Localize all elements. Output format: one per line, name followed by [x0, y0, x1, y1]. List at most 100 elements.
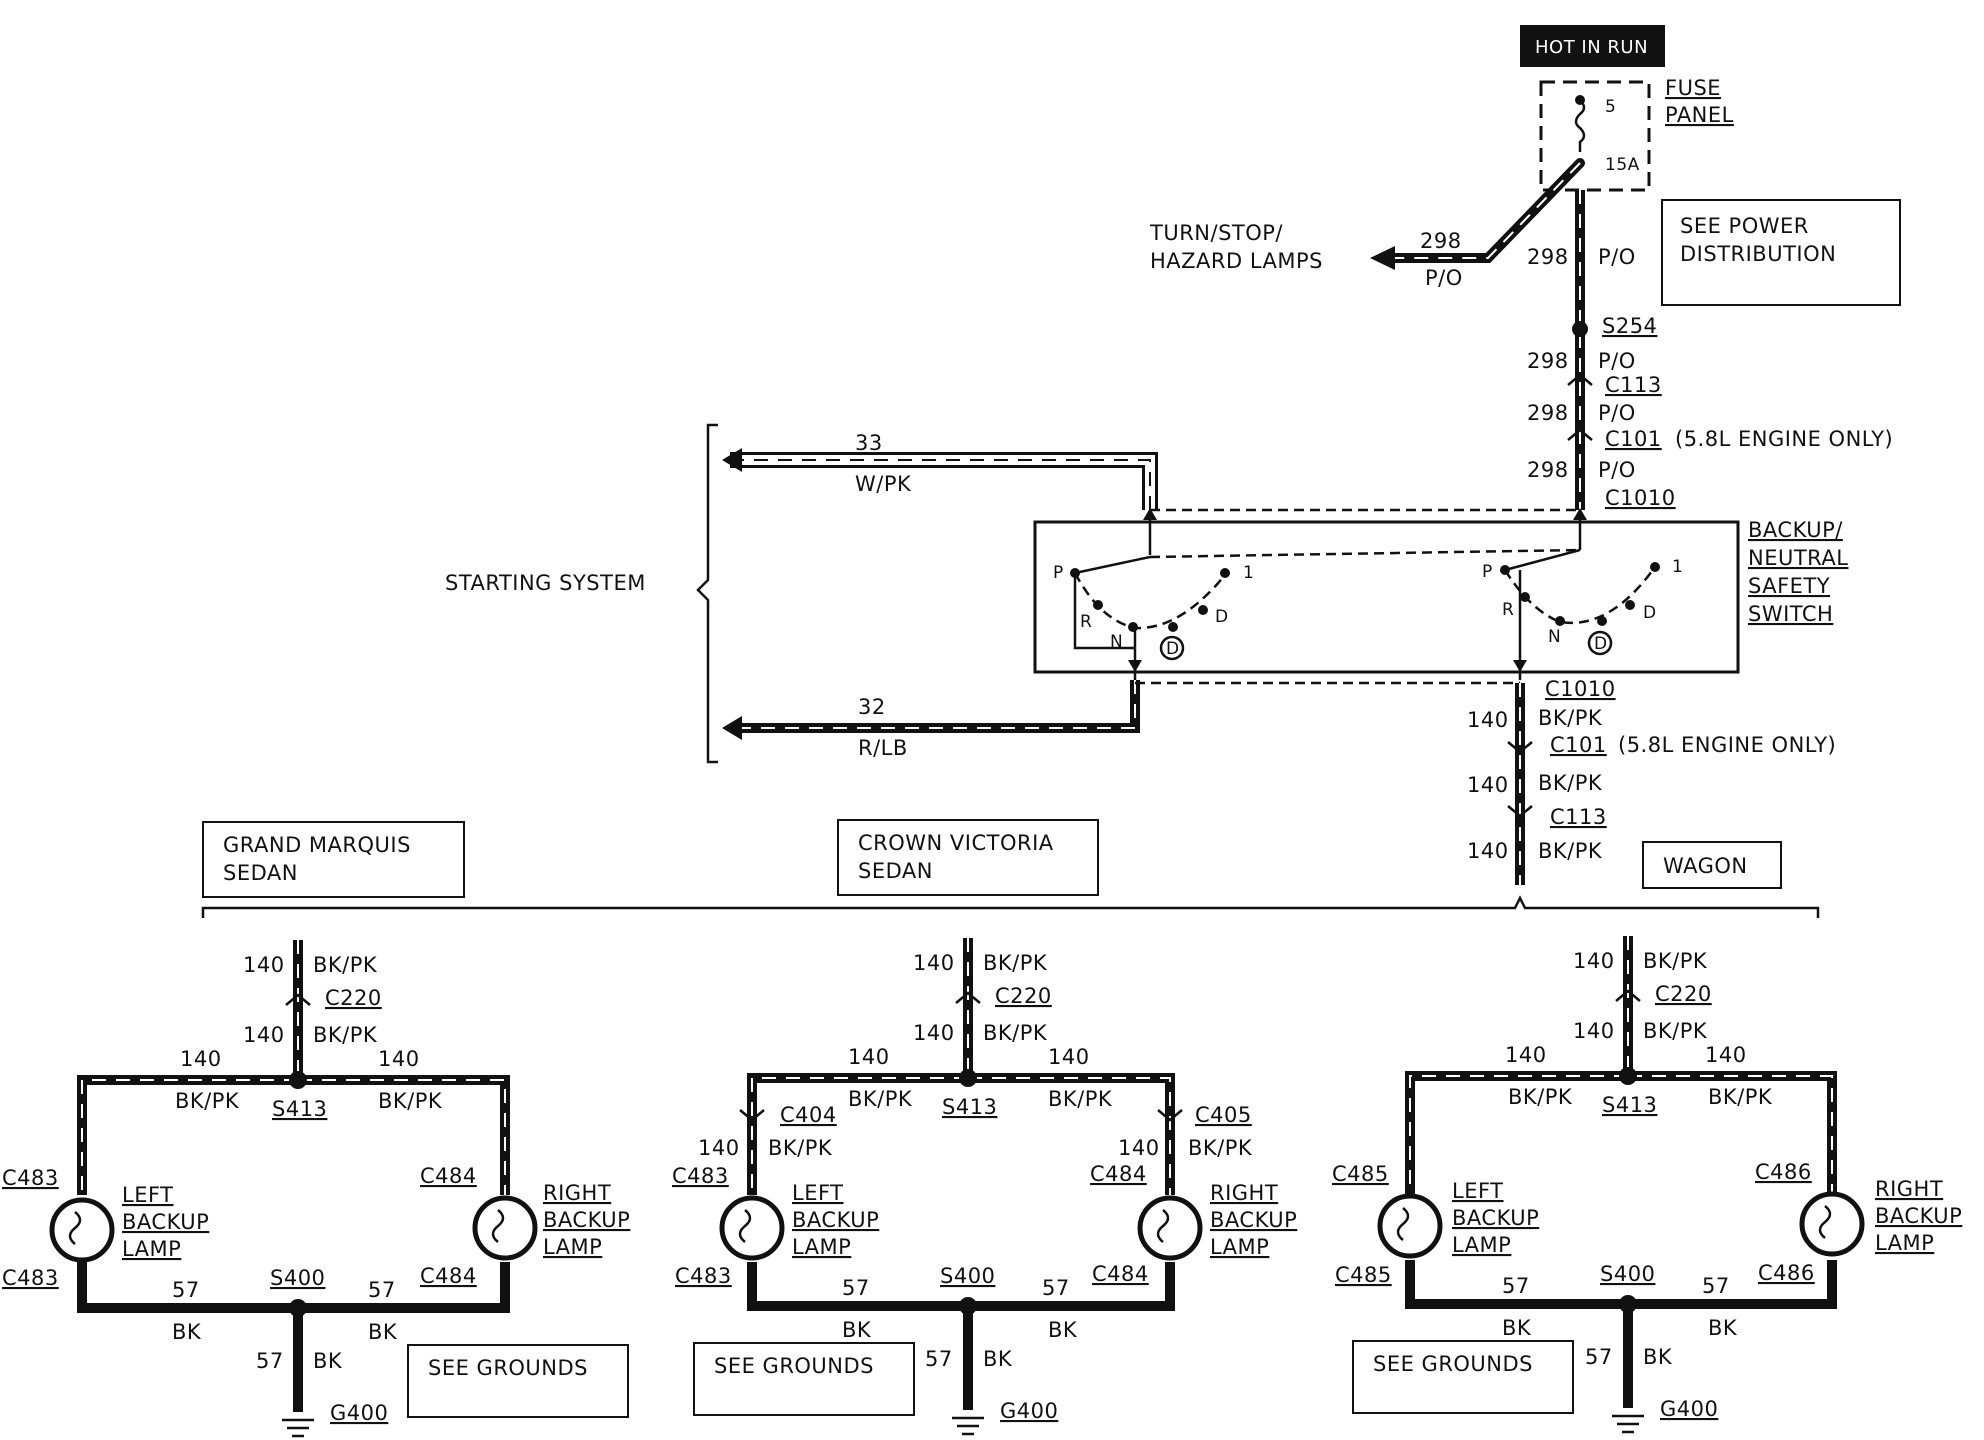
switch-title-2: NEUTRAL — [1748, 546, 1848, 570]
cv-w140-b: 140 — [913, 1021, 955, 1045]
wg-left-label-1: LEFT — [1452, 1179, 1504, 1203]
cv-left-label-3: LAMP — [792, 1235, 851, 1259]
cv-right-label-2: BACKUP — [1210, 1208, 1297, 1232]
wire-298-num-1: 298 — [1527, 245, 1569, 269]
wg-left-lamp-icon — [1377, 1193, 1443, 1259]
right-switch-n: N — [1548, 627, 1561, 647]
turn-lamps-label-1: TURN/STOP/ — [1149, 221, 1283, 245]
see-power-label-1: SEE POWER — [1680, 214, 1809, 238]
cv-w57-r: 57 — [1042, 1276, 1070, 1300]
cv-bk-r: BK — [1048, 1318, 1078, 1342]
hot-in-run-badge — [1520, 25, 1665, 67]
wg-c485-bot: C485 — [1335, 1263, 1392, 1287]
gm-left-label-1: LEFT — [122, 1183, 174, 1207]
cv-see-grounds-box[interactable] — [693, 1342, 915, 1416]
cv-right-lamp-icon — [1137, 1195, 1203, 1261]
wg-w57-l: 57 — [1502, 1274, 1530, 1298]
switch-title-4: SWITCH — [1748, 602, 1833, 626]
cv-s400: S400 — [940, 1264, 995, 1288]
wire-140-color-1: BK/PK — [1538, 706, 1603, 730]
gm-s400: S400 — [270, 1266, 325, 1290]
see-power-label-2: DISTRIBUTION — [1680, 242, 1836, 266]
connector-c101-top-label: C101 — [1605, 427, 1662, 451]
gm-see-grounds-box[interactable] — [407, 1344, 629, 1418]
cv-bkpk-r: BK/PK — [1048, 1087, 1113, 1111]
gm-w140-r: 140 — [378, 1047, 420, 1071]
wire-140-num-3: 140 — [1467, 839, 1509, 863]
cv-w140-c405: 140 — [1118, 1136, 1160, 1160]
gm-w140-l: 140 — [180, 1047, 222, 1071]
cv-c484-top: C484 — [1090, 1162, 1147, 1186]
grand-marquis-label-2: SEDAN — [223, 861, 298, 885]
gm-left-label-2: BACKUP — [122, 1210, 209, 1234]
left-switch-blade — [1074, 555, 1151, 575]
backup-neutral-safety-switch — [1033, 520, 1740, 674]
splice-s254 — [1572, 321, 1588, 337]
gm-bkpk-b: BK/PK — [313, 1023, 378, 1047]
connector-c101-top-icon — [1567, 428, 1593, 441]
connector-c101-bottom-label: C101 — [1550, 733, 1607, 757]
wg-bkpk-l: BK/PK — [1508, 1085, 1573, 1109]
crown-victoria-circuit: 140 BK/PK C220 140 BK/PK 140 BK/PK 140 B… — [672, 938, 1297, 1436]
cv-left-label-2: BACKUP — [792, 1208, 879, 1232]
gm-right-label-3: LAMP — [543, 1235, 602, 1259]
gm-left-lamp-icon — [49, 1197, 115, 1263]
wg-left-label-2: BACKUP — [1452, 1206, 1539, 1230]
wagon-label: WAGON — [1663, 854, 1748, 878]
fuse-amperage: 15A — [1605, 155, 1640, 175]
wg-left-label-3: LAMP — [1452, 1233, 1511, 1257]
wire-32-num: 32 — [858, 695, 886, 719]
starting-system-label: STARTING SYSTEM — [445, 571, 646, 595]
wg-s400: S400 — [1600, 1262, 1655, 1286]
cv-left-label-1: LEFT — [792, 1181, 844, 1205]
gm-right-label-1: RIGHT — [543, 1181, 611, 1205]
grand-marquis-label-1: GRAND MARQUIS — [223, 833, 411, 857]
wire-298-to-turn-lamps — [1390, 159, 1584, 263]
fuse-panel-box — [1539, 80, 1651, 192]
gm-right-lamp-icon — [472, 1195, 538, 1261]
crown-victoria-box — [837, 819, 1099, 896]
wire-140-num-1: 140 — [1467, 708, 1509, 732]
wire-140-color-2: BK/PK — [1538, 771, 1603, 795]
crown-victoria-label-1: CROWN VICTORIA — [858, 831, 1054, 855]
gm-see-grounds-label: SEE GROUNDS — [428, 1356, 588, 1380]
right-switch-p: P — [1482, 562, 1493, 582]
wg-bkpk-a: BK/PK — [1643, 949, 1708, 973]
wire-32-arrow — [722, 716, 742, 740]
hot-in-run-label: HOT IN RUN — [1535, 37, 1648, 58]
wg-right-lamp-icon — [1799, 1191, 1865, 1257]
cv-right-label-1: RIGHT — [1210, 1181, 1278, 1205]
left-switch-d: D — [1215, 607, 1229, 627]
wire-298-num-4: 298 — [1527, 458, 1569, 482]
cv-w140-l: 140 — [848, 1045, 890, 1069]
right-switch-blade — [1504, 548, 1581, 572]
cv-bkpk-c404: BK/PK — [768, 1136, 833, 1160]
cv-bk-l: BK — [842, 1318, 872, 1342]
wg-w57-r: 57 — [1702, 1274, 1730, 1298]
wg-right-label-2: BACKUP — [1875, 1204, 1962, 1228]
gm-ground-icon — [282, 1418, 314, 1438]
cv-w140-a: 140 — [913, 951, 955, 975]
gm-left-label-3: LAMP — [122, 1237, 181, 1261]
cv-w57-l: 57 — [842, 1276, 870, 1300]
c101-engine-note-bottom: (5.8L ENGINE ONLY) — [1618, 733, 1836, 757]
cv-w57-g: 57 — [925, 1347, 953, 1371]
wg-see-grounds-label: SEE GROUNDS — [1373, 1352, 1533, 1376]
gm-g400: G400 — [330, 1401, 388, 1425]
wg-c220: C220 — [1655, 982, 1712, 1006]
cv-c483-bot: C483 — [675, 1264, 732, 1288]
wg-w140-b: 140 — [1573, 1019, 1615, 1043]
cv-bkpk-c405: BK/PK — [1188, 1136, 1253, 1160]
turn-lamps-arrow — [1370, 246, 1395, 270]
wg-see-grounds-box[interactable] — [1352, 1340, 1574, 1414]
see-power-distribution-box[interactable] — [1661, 199, 1901, 306]
right-switch-d-circle-label: D — [1594, 634, 1608, 654]
wg-s413: S413 — [1602, 1093, 1657, 1117]
fuse-number: 5 — [1605, 97, 1616, 117]
wg-ground-icon — [1612, 1414, 1644, 1434]
grand-marquis-circuit: 140 BK/PK C220 140 BK/PK 140 BK/PK 140 B… — [2, 940, 630, 1438]
cv-bkpk-l: BK/PK — [848, 1087, 913, 1111]
c101-engine-note-top: (5.8L ENGINE ONLY) — [1675, 427, 1893, 451]
wire-33-num: 33 — [855, 431, 883, 455]
right-switch-d-circle — [1587, 630, 1613, 656]
